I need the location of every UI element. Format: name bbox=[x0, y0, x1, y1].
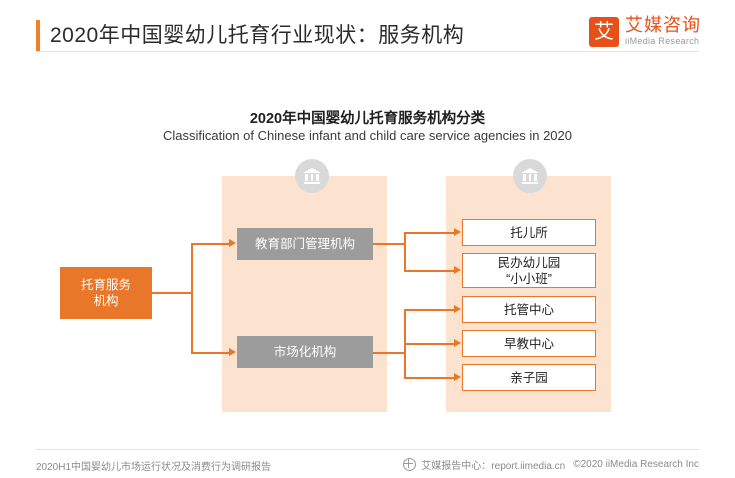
brand-logo: 艾 艾媒咨询 iiMedia Research bbox=[589, 16, 701, 58]
logo-mark-icon: 艾 bbox=[589, 17, 619, 47]
node-private-kindergarten: 民办幼儿园 “小小班” bbox=[462, 253, 596, 288]
node-private-kindergarten-line2: “小小班” bbox=[506, 271, 552, 286]
node-root: 托育服务 机构 bbox=[60, 267, 152, 319]
arrow-leaf3 bbox=[454, 305, 461, 313]
footer-report-name: 2020H1中国婴幼儿市场运行状况及消费行为调研报告 bbox=[36, 462, 272, 473]
node-parent-child-garden: 亲子园 bbox=[462, 364, 596, 391]
logo-text: 艾媒咨询 iiMedia Research bbox=[625, 16, 701, 47]
connector-root-vertical bbox=[191, 243, 193, 353]
arrow-to-mgmt bbox=[229, 239, 236, 247]
arrow-leaf4 bbox=[454, 339, 461, 347]
node-nursery: 托儿所 bbox=[462, 219, 596, 246]
connector-market-out bbox=[373, 352, 405, 354]
logo-name-en: iiMedia Research bbox=[625, 36, 700, 46]
building-icon bbox=[303, 168, 321, 184]
footer-report-center: 艾媒报告中心：report.iimedia.cn bbox=[421, 461, 566, 472]
institution-icon-left bbox=[295, 159, 329, 193]
node-care-center: 托管中心 bbox=[462, 296, 596, 323]
arrow-leaf5 bbox=[454, 373, 461, 381]
arrow-to-market bbox=[229, 348, 236, 356]
connector-market-leaf4 bbox=[404, 343, 454, 345]
connector-to-mgmt bbox=[191, 243, 229, 245]
page-title: 2020年中国婴幼儿托育行业现状：服务机构 bbox=[50, 24, 465, 47]
logo-name-cn: 艾媒咨询 bbox=[625, 15, 701, 35]
node-education-dept: 教育部门管理机构 bbox=[237, 228, 373, 260]
node-market-agency: 市场化机构 bbox=[237, 336, 373, 368]
connector-market-leaf5 bbox=[404, 377, 454, 379]
node-root-line2: 机构 bbox=[93, 294, 119, 308]
arrow-leaf2 bbox=[454, 266, 461, 274]
header-divider bbox=[36, 51, 699, 52]
arrow-leaf1 bbox=[454, 228, 461, 236]
connector-market-leaf3 bbox=[404, 309, 454, 311]
chart-title-en: Classification of Chinese infant and chi… bbox=[162, 128, 572, 143]
institution-icon-right bbox=[513, 159, 547, 193]
connector-root-out bbox=[152, 292, 192, 294]
header-accent-bar bbox=[36, 20, 40, 52]
footer-divider bbox=[36, 449, 699, 450]
globe-icon bbox=[403, 458, 417, 471]
connector-mgmt-leaf2 bbox=[404, 270, 454, 272]
connector-to-market bbox=[191, 352, 229, 354]
header: 2020年中国婴幼儿托育行业现状：服务机构 艾 艾媒咨询 iiMedia Res… bbox=[0, 14, 735, 64]
footer-copyright: ©2020 iiMedia Research Inc bbox=[573, 459, 699, 470]
connector-mgmt-vertical bbox=[404, 232, 406, 271]
node-root-line1: 托育服务 bbox=[80, 278, 131, 292]
node-private-kindergarten-line1: 民办幼儿园 bbox=[497, 255, 561, 270]
chart-title-cn: 2020年中国婴幼儿托育服务机构分类 bbox=[249, 111, 486, 127]
footer-meta: 艾媒报告中心：report.iimedia.cn ©2020 iiMedia R… bbox=[403, 457, 699, 472]
panel-left bbox=[222, 176, 387, 412]
building-icon bbox=[521, 168, 539, 184]
connector-mgmt-leaf1 bbox=[404, 232, 454, 234]
node-early-education-center: 早教中心 bbox=[462, 330, 596, 357]
connector-mgmt-out bbox=[373, 243, 405, 245]
